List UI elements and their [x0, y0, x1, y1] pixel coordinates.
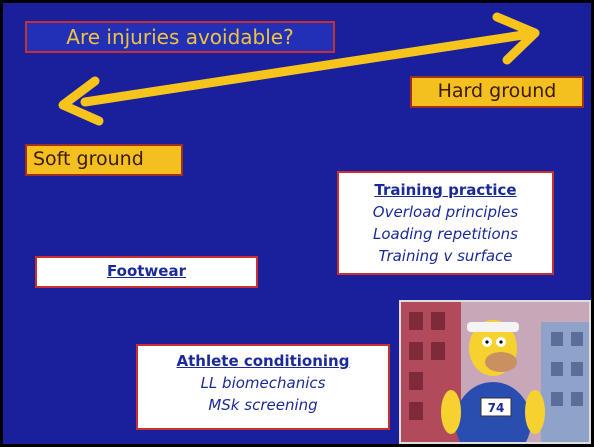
- slide: Are injuries avoidable? Hard ground Soft…: [3, 3, 591, 444]
- athlete-conditioning-box: Athlete conditioning LL biomechanics MSk…: [136, 344, 390, 430]
- training-line: Overload principles: [372, 203, 519, 221]
- cartoon-runner-icon: 74: [401, 302, 589, 442]
- training-heading: Training practice: [374, 181, 517, 199]
- footwear-heading: Footwear: [107, 262, 186, 280]
- training-line: Loading repetitions: [373, 225, 518, 243]
- cartoon-runner-picture: 74: [399, 300, 591, 444]
- athlete-line: LL biomechanics: [200, 374, 326, 392]
- footwear-box: Footwear: [35, 256, 258, 288]
- athlete-heading: Athlete conditioning: [176, 352, 350, 370]
- slide-title: Are injuries avoidable?: [25, 21, 335, 53]
- bib-number: 74: [488, 401, 505, 415]
- athlete-line: MSk screening: [208, 396, 318, 414]
- hard-ground-label: Hard ground: [410, 76, 584, 108]
- training-practice-box: Training practice Overload principles Lo…: [337, 171, 554, 275]
- soft-ground-label: Soft ground: [25, 144, 183, 176]
- training-line: Training v surface: [378, 247, 513, 265]
- double-arrow-icon: [58, 12, 540, 126]
